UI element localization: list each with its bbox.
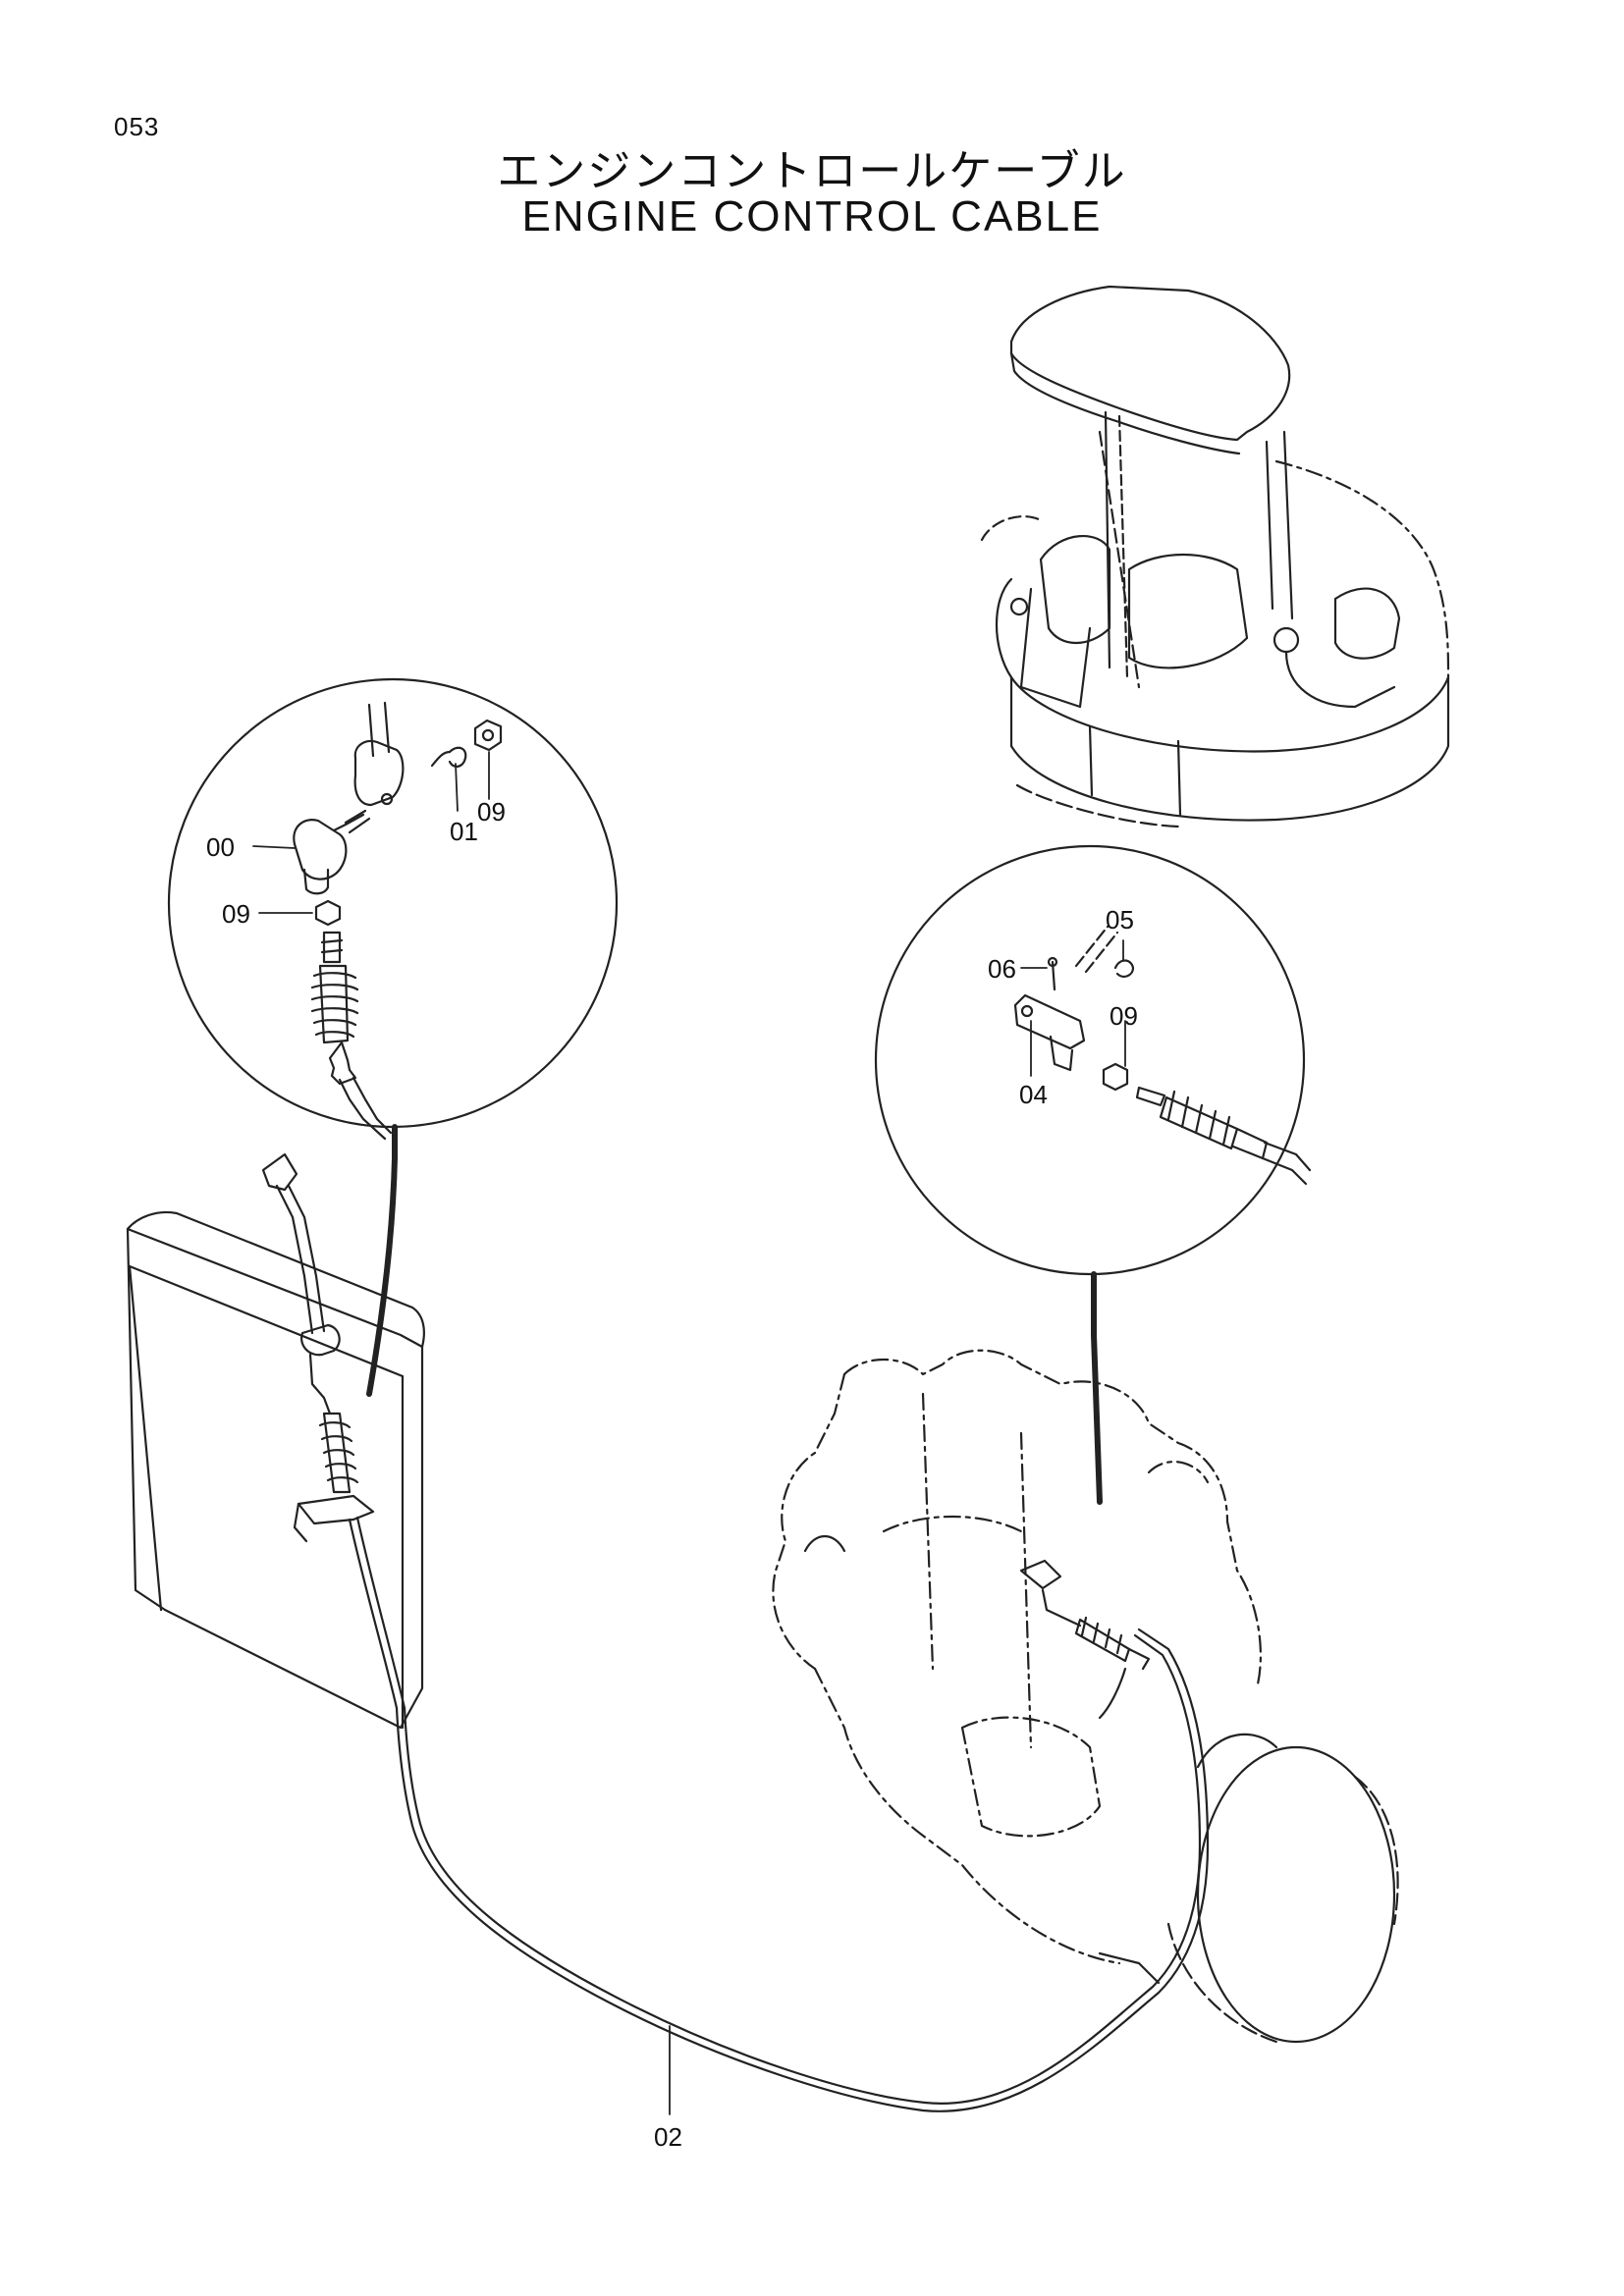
callout-04: 04 xyxy=(1019,1080,1048,1109)
title-english: ENGINE CONTROL CABLE xyxy=(521,192,1103,240)
detail-circle-lever-end xyxy=(167,677,619,1397)
callout-09-mid: 09 xyxy=(222,899,250,929)
machine-overview-illustration xyxy=(980,285,1450,828)
engine-control-cable-02 xyxy=(395,1628,1210,2115)
callout-09-right: 09 xyxy=(1110,1001,1138,1031)
flywheel-housing-illustration xyxy=(803,1535,1399,2044)
callout-05: 05 xyxy=(1106,905,1134,934)
callout-09-top: 09 xyxy=(477,797,506,827)
engine-illustration xyxy=(772,1349,1263,1965)
callout-00: 00 xyxy=(206,832,235,862)
page-number: 053 xyxy=(114,112,160,141)
callout-02: 02 xyxy=(654,2122,682,2152)
control-panel-box-illustration xyxy=(126,1152,425,1730)
title-japanese: エンジンコントロールケーブル xyxy=(497,146,1127,196)
detail-circle-engine-end xyxy=(874,844,1312,1505)
callout-06: 06 xyxy=(988,954,1016,984)
callout-01: 01 xyxy=(450,817,478,846)
